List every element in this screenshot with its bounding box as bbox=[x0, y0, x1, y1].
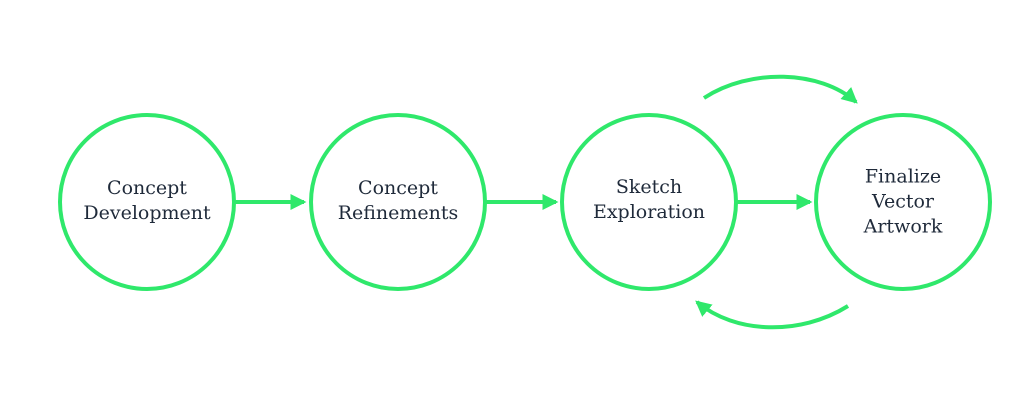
step-label-line: Exploration bbox=[592, 201, 706, 223]
step-label-line: Refinements bbox=[337, 202, 459, 224]
step-label-line: Vector bbox=[871, 190, 935, 213]
step-label-line: Development bbox=[83, 202, 211, 224]
step-label-line: Concept bbox=[358, 177, 438, 199]
step-label-line: Finalize bbox=[864, 165, 942, 188]
step-label-concept-development: Concept Development bbox=[72, 176, 222, 226]
step-circle-finalize-vector-artwork bbox=[814, 113, 992, 291]
step-label-line: Concept bbox=[107, 177, 187, 199]
curved-arrow-exploration-to-finalize bbox=[702, 74, 858, 104]
step-label-sketch-exploration: Sketch Exploration bbox=[574, 175, 724, 225]
step-label-concept-refinements: Concept Refinements bbox=[323, 176, 473, 226]
step-label-line: Sketch bbox=[615, 176, 683, 198]
step-circle-concept-refinements bbox=[309, 113, 487, 291]
curved-arrow-finalize-to-exploration bbox=[695, 300, 850, 330]
step-circle-concept-development bbox=[58, 113, 236, 291]
step-label-finalize-vector-artwork: Finalize Vector Artwork bbox=[828, 165, 978, 240]
step-circle-sketch-exploration bbox=[560, 113, 738, 291]
step-label-line: Artwork bbox=[863, 215, 943, 238]
